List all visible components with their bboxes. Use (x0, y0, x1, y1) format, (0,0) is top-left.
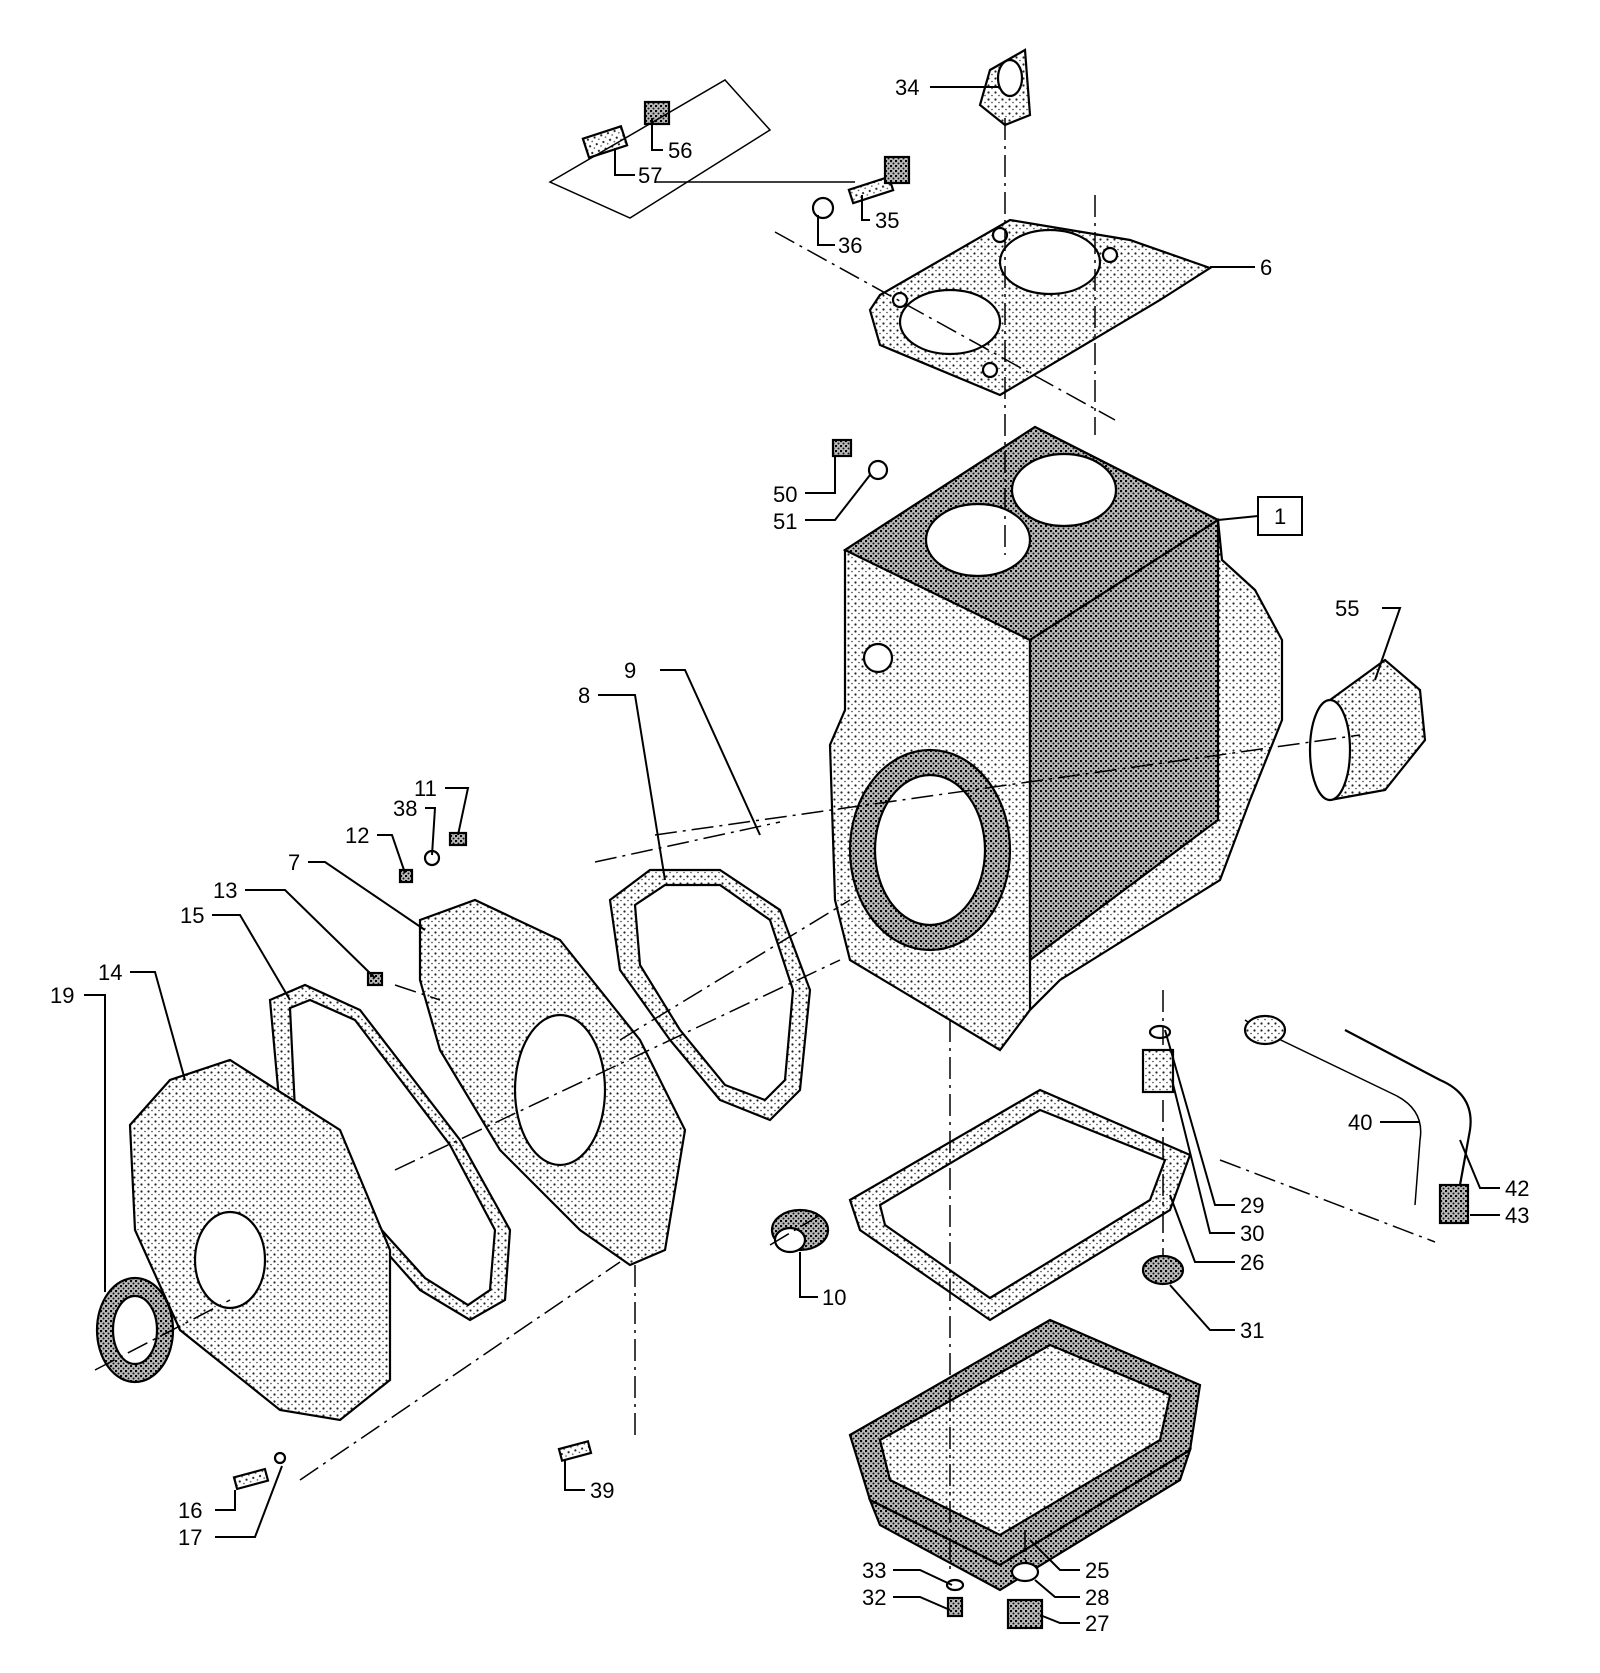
reference-box-1 (1257, 496, 1303, 536)
callout-32: 32 (862, 1585, 886, 1610)
callout-19: 19 (50, 983, 74, 1008)
pin-57 (581, 124, 629, 160)
callout-42: 42 (1505, 1176, 1529, 1201)
callout-33: 33 (862, 1558, 886, 1583)
callout-34: 34 (895, 75, 919, 100)
dipstick-grip (1243, 1014, 1287, 1046)
washer-51 (867, 459, 889, 481)
callout-29: 29 (1240, 1193, 1264, 1218)
callout-14: 14 (98, 960, 122, 985)
callout-55: 55 (1335, 596, 1359, 621)
dipstick-40 (1244, 1019, 1422, 1206)
leader-lines (84, 86, 1500, 1624)
callout-31: 31 (1240, 1318, 1264, 1343)
assembly-lines (94, 79, 1436, 1575)
callout-11: 11 (414, 776, 437, 801)
nut-12 (398, 868, 414, 884)
callout-28: 28 (1085, 1585, 1109, 1610)
callout-35: 35 (875, 208, 899, 233)
callout-26: 26 (1240, 1250, 1264, 1275)
plug-56 (643, 100, 671, 126)
spacer-30 (1141, 1048, 1175, 1094)
callout-9: 9 (624, 658, 636, 683)
dipstick-tube-42 (1344, 1029, 1472, 1186)
bushing-55 (1308, 658, 1427, 802)
callout-38: 38 (393, 796, 417, 821)
engine-block (828, 425, 1284, 1052)
fitting-43 (1438, 1183, 1470, 1225)
callout-6: 6 (1260, 255, 1272, 280)
callout-51: 51 (773, 509, 797, 534)
washer-33 (945, 1578, 965, 1592)
callout-43: 43 (1505, 1203, 1529, 1228)
callout-50: 50 (773, 482, 797, 507)
gasket-8 (608, 868, 812, 1122)
callout-30: 30 (1240, 1221, 1264, 1246)
stud-13 (366, 971, 384, 987)
screw-16 (232, 1467, 270, 1491)
callout-13: 13 (213, 878, 237, 903)
oil-seal-19 (95, 1276, 175, 1384)
washer-17 (273, 1451, 287, 1465)
gasket-15 (268, 983, 512, 1322)
screw-32 (946, 1596, 964, 1618)
washer-29 (1148, 1024, 1172, 1040)
bracket (978, 48, 1032, 127)
callout-15: 15 (180, 903, 204, 928)
callout-25: 25 (1085, 1558, 1109, 1583)
washer-36 (811, 196, 835, 220)
screw-50 (831, 438, 853, 458)
callout-8: 8 (578, 683, 590, 708)
callout-17: 17 (178, 1525, 202, 1550)
oil-pan-gasket-26 (848, 1088, 1192, 1322)
seal-31 (1141, 1254, 1185, 1286)
head-gasket (868, 218, 1213, 397)
washer-28 (1010, 1561, 1040, 1583)
drain-plug-27 (1006, 1598, 1044, 1630)
screw-39 (557, 1439, 593, 1463)
callouts: 34 56 57 35 36 6 50 51 1 55 9 8 11 38 12… (50, 75, 1529, 1636)
callout-57: 57 (638, 163, 662, 188)
callout-12: 12 (345, 823, 369, 848)
callout-40: 40 (1348, 1110, 1372, 1135)
callout-56: 56 (668, 138, 692, 163)
callout-16: 16 (178, 1498, 202, 1523)
callout-10: 10 (822, 1285, 846, 1310)
bolt-35 (847, 155, 911, 205)
bearing-10 (770, 1208, 830, 1254)
callout-7: 7 (288, 850, 300, 875)
callout-27: 27 (1085, 1611, 1109, 1636)
timing-plate-7 (418, 898, 687, 1267)
callout-1: 1 (1274, 504, 1286, 529)
callout-39: 39 (590, 1478, 614, 1503)
callout-36: 36 (838, 233, 862, 258)
